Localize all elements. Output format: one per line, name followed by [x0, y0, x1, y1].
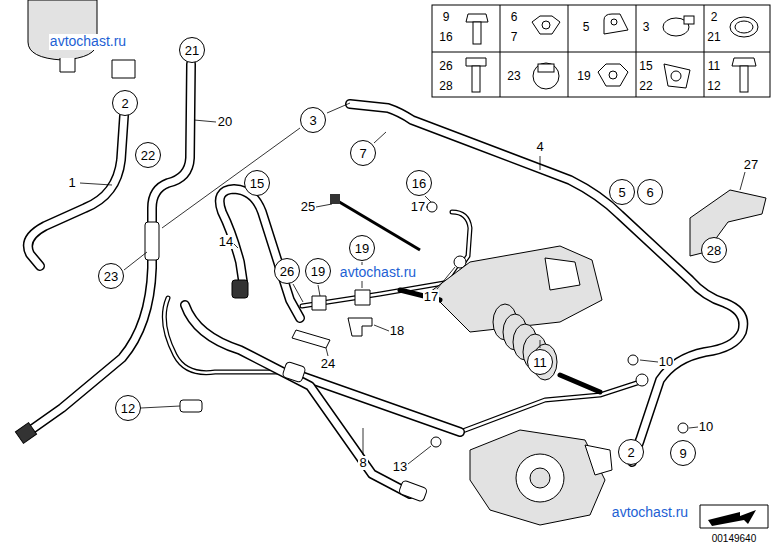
table-cell: 2 [710, 11, 719, 24]
callout-number: 19 [311, 265, 325, 278]
callout-circle: 11 [527, 349, 553, 375]
table-cell: 11 [707, 60, 721, 73]
callout-number: 3 [309, 114, 316, 127]
callout-circle: 2 [112, 90, 138, 116]
table-cell: 3 [642, 21, 651, 34]
drawing-number: 00149640 [711, 533, 758, 544]
table-cell: 7 [510, 31, 519, 44]
callout-number: 9 [679, 447, 686, 460]
watermark: avtochast.ru [49, 34, 127, 49]
callout-number: 16 [412, 177, 426, 190]
callout-circle: 21 [179, 37, 205, 63]
callout-number: 22 [141, 149, 155, 162]
callout-circle: 22 [135, 142, 161, 168]
part-number: 18 [389, 324, 405, 338]
callout-number: 12 [121, 402, 135, 415]
callout-circle: 9 [670, 440, 696, 466]
callout-number: 23 [104, 270, 118, 283]
callout-circle: 6 [637, 179, 663, 205]
part-number: 17 [423, 290, 439, 304]
callout-number: 2 [121, 97, 128, 110]
table-cell: 23 [506, 70, 521, 83]
table-cell: 19 [576, 70, 591, 83]
callout-circle: 26 [274, 258, 300, 284]
part-number: 27 [743, 158, 759, 172]
part-number: 4 [535, 140, 544, 154]
callout-circle: 7 [350, 140, 376, 166]
table-cell: 28 [438, 80, 453, 93]
table-cell: 21 [706, 31, 721, 44]
part-number: 10 [698, 420, 714, 434]
callout-circle: 5 [609, 179, 635, 205]
table-cell: 22 [638, 80, 653, 93]
callout-number: 6 [646, 186, 653, 199]
part-number: 8 [358, 456, 367, 470]
callout-number: 11 [533, 356, 547, 369]
callout-number: 19 [355, 242, 369, 255]
part-number: 24 [320, 357, 336, 371]
part-number: 10 [658, 355, 674, 369]
table-cell: 12 [706, 80, 721, 93]
table-cell: 9 [442, 11, 451, 24]
part-number: 20 [217, 115, 233, 129]
callout-circle: 16 [406, 170, 432, 196]
callout-circle: 2 [618, 439, 644, 465]
callout-number: 21 [185, 44, 199, 57]
table-cell: 26 [438, 60, 453, 73]
watermark: avtochast.ru [611, 505, 689, 520]
callout-circle: 19 [349, 235, 375, 261]
table-cell: 16 [438, 31, 453, 44]
part-number: 14 [218, 235, 234, 249]
callout-number: 7 [359, 147, 366, 160]
callout-number: 15 [250, 177, 264, 190]
part-number: 17 [410, 200, 426, 214]
callout-number: 26 [280, 265, 294, 278]
callout-number: 2 [627, 446, 634, 459]
callout-number: 5 [618, 186, 625, 199]
callout-circle: 3 [300, 107, 326, 133]
part-number: 1 [67, 176, 76, 190]
callout-circle: 15 [244, 170, 270, 196]
callout-circle: 28 [701, 237, 727, 263]
callout-circle: 23 [98, 263, 124, 289]
callout-number: 28 [707, 244, 721, 257]
table-cell: 6 [510, 11, 519, 24]
callout-circle: 19 [305, 258, 331, 284]
part-number: 25 [300, 200, 316, 214]
table-cell: 5 [582, 21, 591, 34]
part-number: 13 [392, 460, 408, 474]
callout-circle: 12 [115, 395, 141, 421]
watermark: avtochast.ru [339, 265, 417, 280]
table-cell: 15 [638, 60, 653, 73]
